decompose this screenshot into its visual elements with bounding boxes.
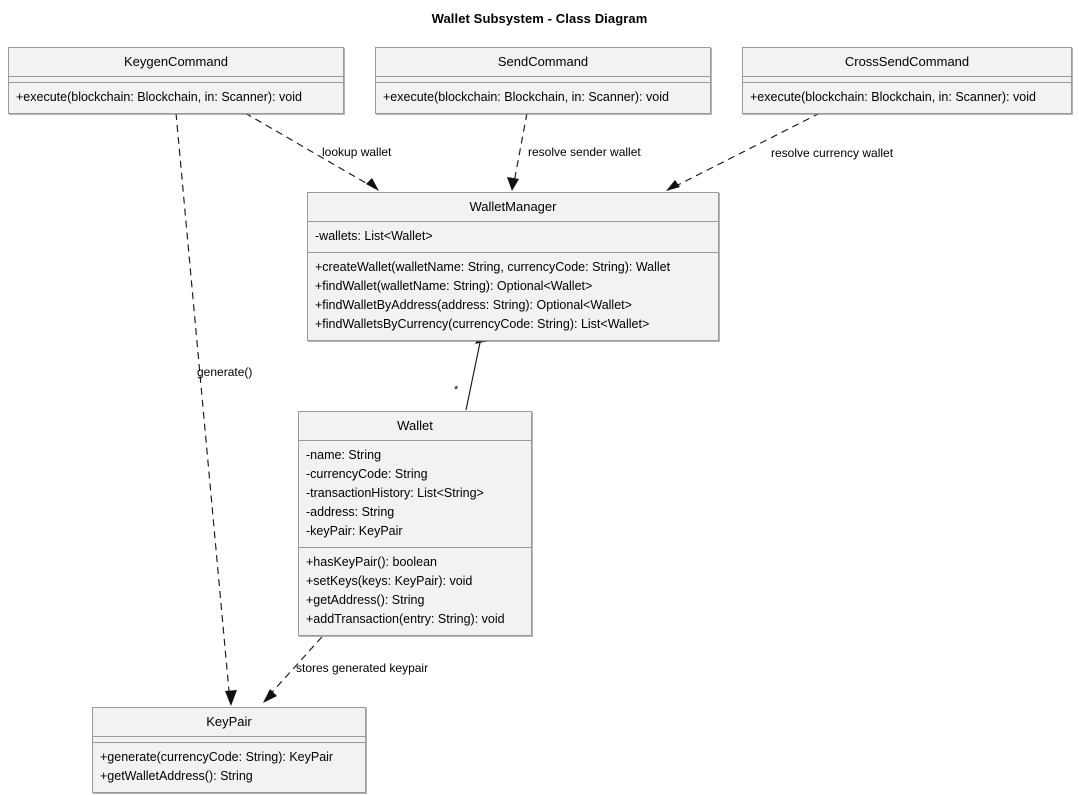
edge-label-stores-generated-keypair: stores generated keypair (296, 661, 429, 675)
method-row: +createWallet(walletName: String, curren… (315, 260, 671, 274)
methods-compartment-key-pair: +generate(currencyCode: String): KeyPair… (93, 742, 365, 792)
class-name-send-command: SendCommand (497, 54, 589, 69)
attribute-row: -currencyCode: String (306, 467, 428, 481)
attributes-compartment-cross-send-command (743, 76, 1071, 82)
attribute-row: -wallets: List<Wallet> (315, 229, 433, 243)
edge-send-to-walletmanager (507, 112, 528, 191)
method-row: +execute(blockchain: Blockchain, in: Sca… (16, 90, 302, 104)
class-box-keygen-command[interactable]: KeygenCommand +execute(blockchain: Block… (8, 47, 344, 114)
class-name-cross-send-command: CrossSendCommand (844, 54, 970, 69)
method-row: +addTransaction(entry: String): void (306, 612, 505, 626)
method-row: +generate(currencyCode: String): KeyPair (100, 750, 334, 764)
attribute-row: -transactionHistory: List<String> (306, 486, 484, 500)
edge-label-resolve-sender-wallet: resolve sender wallet (528, 145, 641, 159)
method-row: +getWalletAddress(): String (100, 769, 253, 783)
class-name-key-pair: KeyPair (206, 714, 252, 729)
class-name-wallet-manager: WalletManager (469, 199, 557, 214)
attributes-compartment-wallet-manager: -wallets: List<Wallet> (308, 221, 718, 252)
attributes-compartment-keygen-command (9, 76, 343, 82)
attributes-compartment-wallet: -name: String -currencyCode: String -tra… (299, 440, 531, 547)
class-box-wallet[interactable]: Wallet -name: String -currencyCode: Stri… (298, 411, 532, 636)
method-row: +findWalletByAddress(address: String): O… (315, 298, 632, 312)
method-row: +execute(blockchain: Blockchain, in: Sca… (383, 90, 669, 104)
method-row: +findWalletsByCurrency(currencyCode: Str… (315, 317, 650, 331)
method-row: +findWallet(walletName: String): Optiona… (315, 279, 593, 293)
class-box-wallet-manager[interactable]: WalletManager -wallets: List<Wallet> +cr… (307, 192, 719, 341)
methods-compartment-wallet-manager: +createWallet(walletName: String, curren… (308, 252, 718, 340)
edge-label-generate: generate() (197, 365, 253, 379)
attribute-row: -address: String (306, 505, 395, 519)
class-name-keygen-command: KeygenCommand (123, 54, 229, 69)
attribute-row: -keyPair: KeyPair (306, 524, 403, 538)
method-row: +execute(blockchain: Blockchain, in: Sca… (750, 90, 1036, 104)
methods-compartment-cross-send-command: +execute(blockchain: Blockchain, in: Sca… (743, 82, 1071, 113)
edge-label-resolve-currency-wallet: resolve currency wallet (771, 146, 894, 160)
methods-compartment-keygen-command: +execute(blockchain: Blockchain, in: Sca… (9, 82, 343, 113)
attributes-compartment-send-command (376, 76, 710, 82)
diagram-title: Wallet Subsystem - Class Diagram (431, 11, 648, 26)
attributes-compartment-key-pair (93, 736, 365, 742)
edge-label-lookup-wallet: lookup wallet (322, 145, 392, 159)
attribute-row: -name: String (306, 448, 382, 462)
method-row: +hasKeyPair(): boolean (306, 555, 437, 569)
edge-wallet-to-walletmanager (465, 329, 488, 411)
class-box-send-command[interactable]: SendCommand +execute(blockchain: Blockch… (375, 47, 711, 114)
class-name-wallet: Wallet (397, 418, 433, 433)
methods-compartment-wallet: +hasKeyPair(): boolean +setKeys(keys: Ke… (299, 547, 531, 635)
class-box-key-pair[interactable]: KeyPair +generate(currencyCode: String):… (92, 707, 366, 793)
class-box-cross-send-command[interactable]: CrossSendCommand +execute(blockchain: Bl… (742, 47, 1072, 114)
edge-keygen-to-keypair (175, 112, 237, 706)
method-row: +setKeys(keys: KeyPair): void (306, 574, 473, 588)
methods-compartment-send-command: +execute(blockchain: Blockchain, in: Sca… (376, 82, 710, 113)
multiplicity-label-wallet: * (454, 384, 459, 396)
method-row: +getAddress(): String (306, 593, 425, 607)
